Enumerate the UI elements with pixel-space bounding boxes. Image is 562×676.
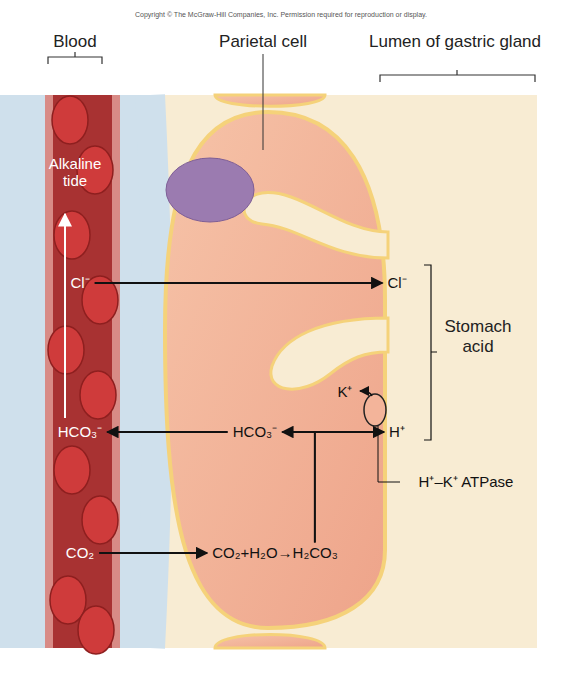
red-blood-cell [54, 446, 90, 494]
red-blood-cell [52, 96, 88, 144]
ion-text: Cl⁻ [387, 274, 406, 291]
ion-text: CO₂+H₂O→H₂CO₃ [212, 544, 338, 561]
copyright-note: Copyright © The McGraw-Hill Companies, I… [135, 11, 427, 19]
ion-label: Cl⁻ [384, 273, 409, 292]
neighbour-cell [215, 635, 325, 649]
red-blood-cell [54, 211, 90, 259]
ion-label: Cl⁻ [67, 273, 92, 292]
transport-arrow [282, 432, 315, 542]
ion-label: H⁺ [386, 422, 408, 441]
ion-label: CO₂ [63, 543, 97, 562]
vessel-wall [45, 95, 53, 648]
ion-text: H⁺ [389, 423, 405, 440]
neighbour-cell [215, 95, 325, 106]
ion-label: K⁺ [334, 382, 355, 401]
lumen-ground [150, 95, 537, 648]
bracket [424, 265, 437, 440]
region-heading: Parietal cell [219, 32, 307, 52]
ion-label: HCO₃⁻ [55, 422, 105, 441]
ion-text: HCO₃⁻ [233, 423, 277, 440]
ion-text: K⁺ [337, 383, 352, 400]
parietal-cell: Parietal cellHCO₃⁻CO₂+H₂O→H₂CO₃K⁺ [165, 100, 385, 640]
ion-text: CO₂ [66, 544, 94, 561]
canaliculus [244, 193, 388, 258]
transport-arrow [99, 552, 207, 554]
transport-arrow [315, 432, 384, 542]
red-blood-cell [82, 496, 118, 544]
canaliculus [271, 318, 388, 389]
process-label: Alkaline tide [44, 155, 106, 190]
region-heading: Blood [53, 32, 96, 52]
transport-arrow [107, 431, 228, 433]
ion-label: CO₂+H₂O→H₂CO₃ [209, 543, 341, 562]
bracket-label: Stomach acid [438, 317, 518, 356]
pump-label: H⁺–K⁺ ATPase [419, 473, 514, 490]
pump-symbol [364, 394, 386, 426]
alkaline-tide-arrow [64, 214, 66, 418]
nucleus [166, 158, 254, 222]
k-arrow [360, 391, 372, 396]
bracket [380, 70, 535, 82]
interstitial-edge [150, 95, 158, 648]
vessel-wall [112, 95, 120, 648]
interstitial-ground [0, 95, 537, 648]
region-heading: Lumen of gastric gland [369, 32, 541, 52]
transport-arrow [95, 282, 383, 284]
red-blood-cell [78, 606, 114, 654]
ion-text: HCO₃⁻ [58, 423, 102, 440]
ion-text: Cl⁻ [70, 274, 89, 291]
ion-label: HCO₃⁻ [230, 422, 280, 441]
blood-vessel [45, 95, 120, 648]
bracket [48, 52, 102, 64]
red-blood-cell [80, 371, 116, 419]
leader-line [263, 54, 264, 150]
lumen-region: Lumen of gastric glandCl⁻H⁺ [385, 95, 537, 648]
